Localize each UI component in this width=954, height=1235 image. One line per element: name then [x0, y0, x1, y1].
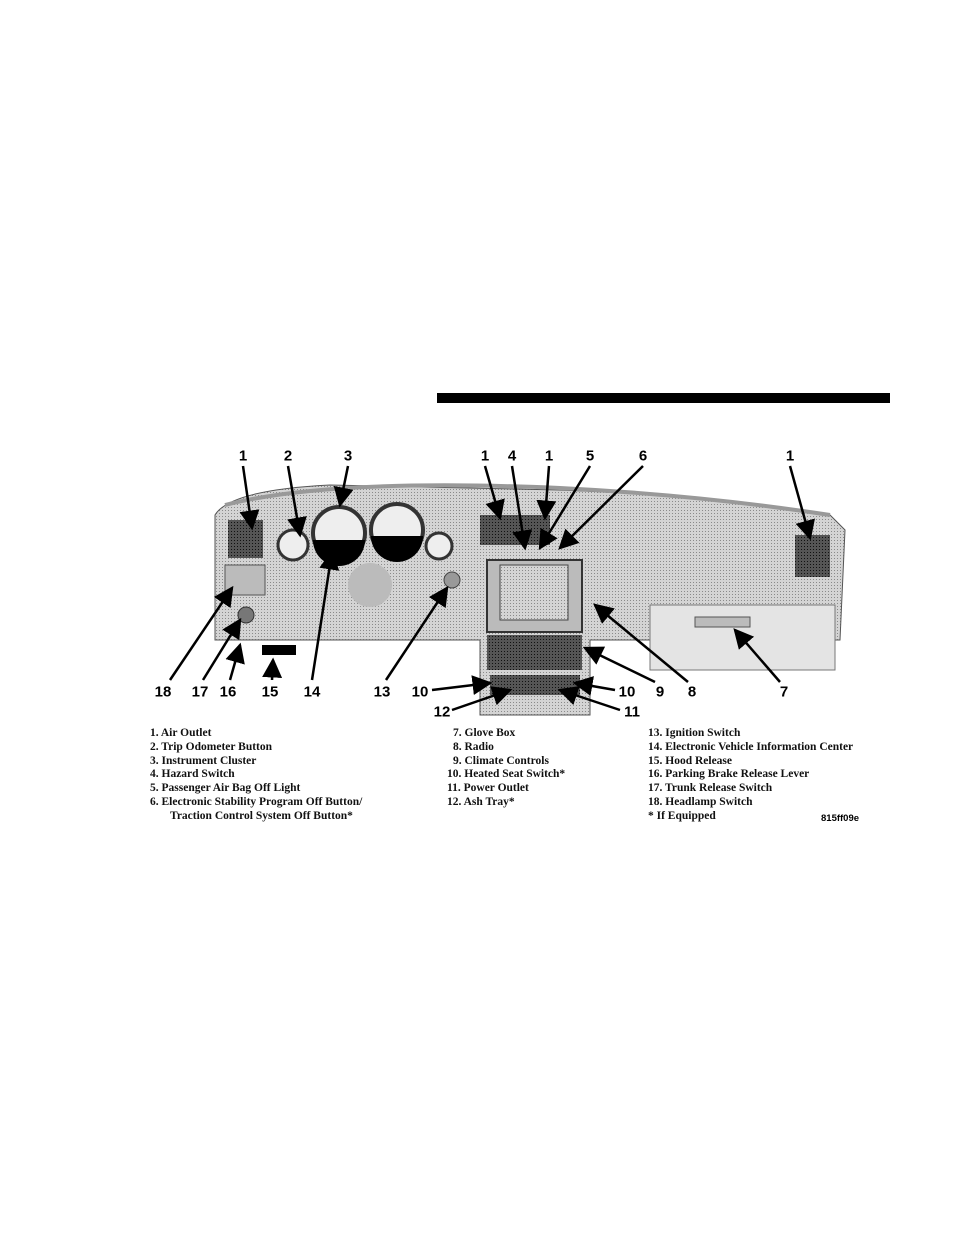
callout-label: 14 — [303, 683, 321, 701]
callout-label: 4 — [507, 447, 517, 465]
callout-label: 6 — [638, 447, 648, 465]
legend-item-continuation: Traction Control System Off Button* — [170, 809, 353, 822]
legend-item: 18. Headlamp Switch — [648, 795, 753, 808]
callout-label: 1 — [785, 447, 795, 465]
callout-label: 1 — [238, 447, 248, 465]
callout-label: 13 — [373, 683, 391, 701]
callout-label: 10 — [411, 683, 429, 701]
legend-item: 17. Trunk Release Switch — [648, 782, 773, 795]
callout-label: 10 — [618, 683, 636, 701]
air-outlet-left — [228, 520, 263, 558]
legend-column-1: 1. Air Outlet 2. Trip Odometer Button 3.… — [150, 727, 362, 824]
legend-item: 12. Ash Tray* — [447, 795, 515, 808]
callout-label: 1 — [480, 447, 490, 465]
legend-item: 11. Power Outlet — [447, 782, 529, 795]
callout-label: 9 — [655, 683, 665, 701]
figure-id: 815ff09e — [821, 813, 860, 824]
hood-release — [262, 645, 296, 655]
legend-item: 15. Hood Release — [648, 754, 733, 767]
callout-arrows — [168, 465, 815, 712]
legend-item: 6. Electronic Stability Program Off Butt… — [150, 795, 363, 808]
legend-footnote: * If Equipped — [648, 809, 716, 822]
dashboard — [214, 483, 846, 716]
callout-label: 2 — [283, 447, 293, 465]
climate-controls — [487, 635, 582, 670]
air-outlet-right — [795, 535, 830, 577]
callout-label: 3 — [343, 447, 353, 465]
callout-label: 5 — [585, 447, 595, 465]
callout-label: 7 — [779, 683, 789, 701]
callout-label: 11 — [624, 703, 640, 721]
section-header-bar — [437, 393, 890, 403]
legend-item: 10. Heated Seat Switch* — [447, 768, 566, 781]
legend-item: 16. Parking Brake Release Lever — [648, 768, 810, 781]
callout-label: 18 — [154, 683, 172, 701]
legend-item: 5. Passenger Air Bag Off Light — [150, 782, 301, 795]
legend-item: 1. Air Outlet — [150, 727, 212, 739]
legend-column-2: 7. Glove Box 8. Radio 9. Climate Control… — [447, 727, 565, 810]
callout-label: 16 — [219, 683, 237, 701]
legend-item: 3. Instrument Cluster — [150, 754, 257, 767]
legend-item: 8. Radio — [453, 740, 494, 753]
legend-item: 13. Ignition Switch — [648, 727, 741, 739]
legend-item: 9. Climate Controls — [453, 754, 549, 767]
air-outlet-center — [480, 515, 550, 545]
callout-label: 15 — [261, 683, 279, 701]
legend-item: 4. Hazard Switch — [150, 768, 235, 781]
legend-item: 2. Trip Odometer Button — [150, 740, 273, 753]
callout-label: 17 — [191, 683, 209, 701]
callout-label: 8 — [687, 683, 697, 701]
legend-item: 14. Electronic Vehicle Information Cente… — [648, 740, 854, 753]
legend-column-3: 13. Ignition Switch 14. Electronic Vehic… — [648, 727, 853, 824]
legend-item: 7. Glove Box — [453, 727, 516, 739]
callout-label: 1 — [544, 447, 554, 465]
callout-label: 12 — [433, 703, 451, 721]
